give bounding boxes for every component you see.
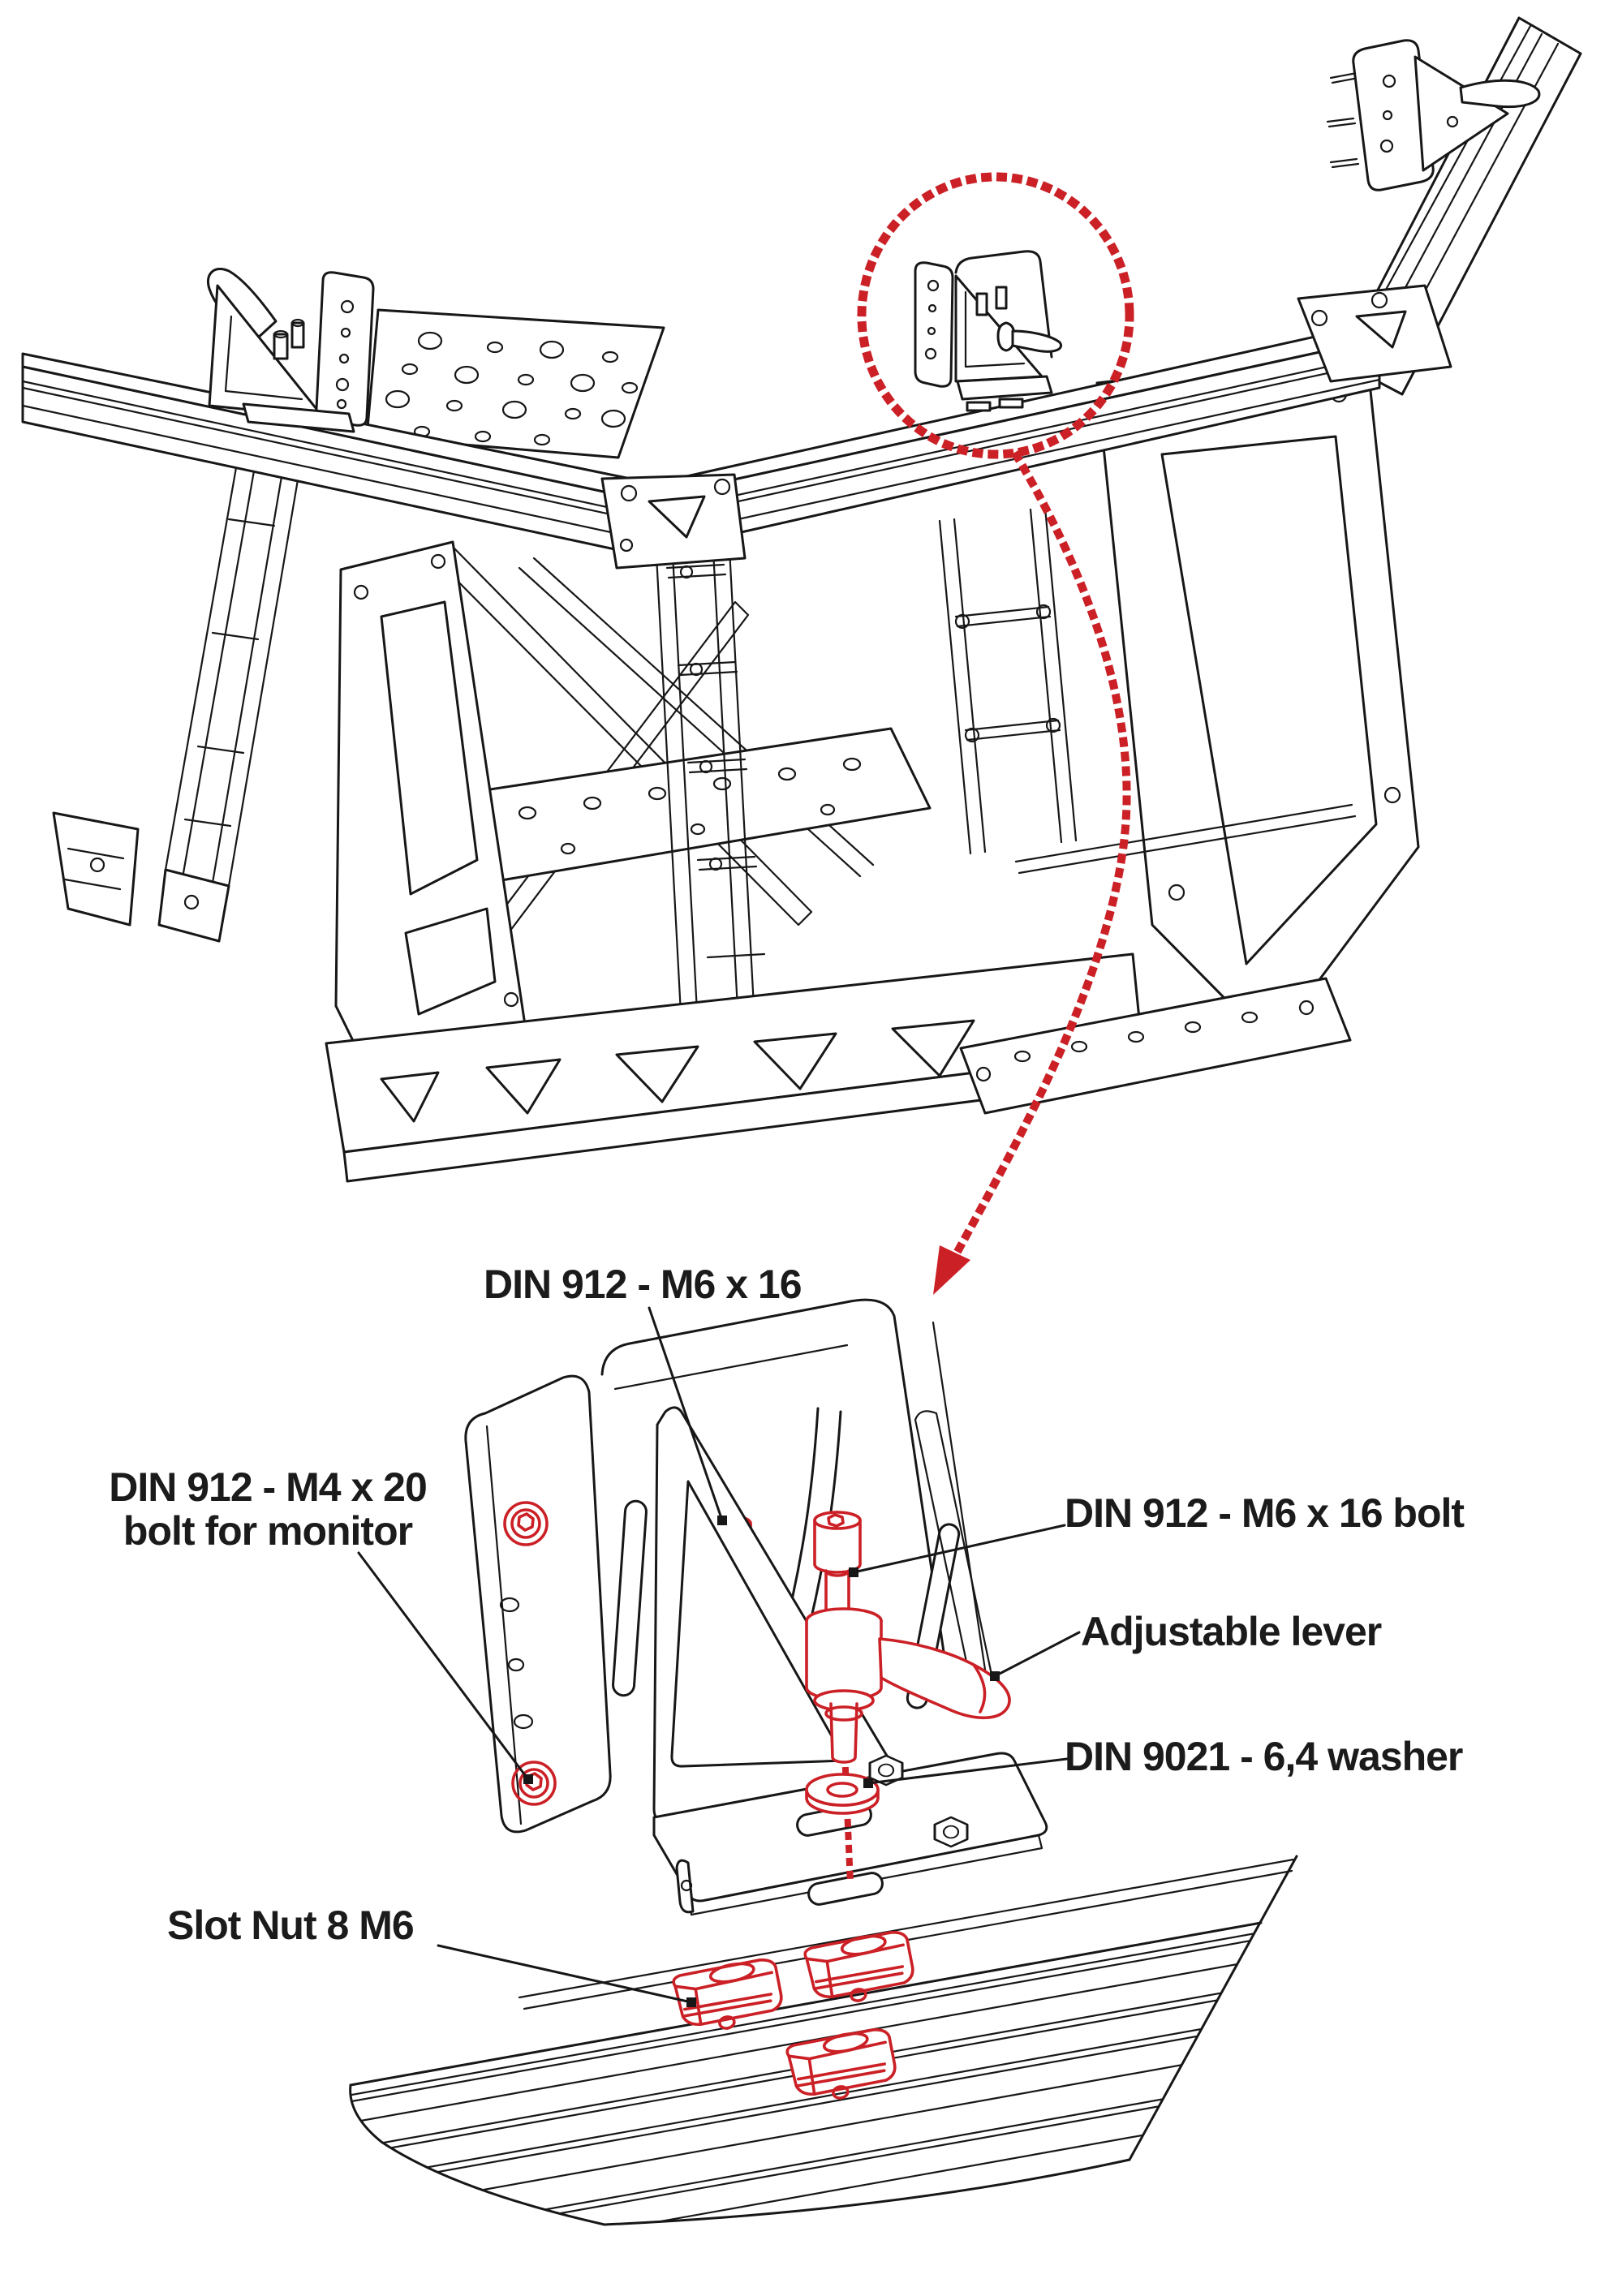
rig-frame-overview <box>21 16 1582 1183</box>
monitor-bracket-circled <box>914 250 1062 412</box>
chassis-side-plate <box>334 540 527 1110</box>
accessory-plate <box>365 308 665 459</box>
bracket-detail-view <box>349 1298 1298 2226</box>
bracket-back-wall <box>600 1298 987 1709</box>
callout-label-din912-m4x20: DIN 912 - M4 x 20 bolt for monitor <box>89 1465 446 1553</box>
callout-label-din912-m6x16-bolt: DIN 912 - M6 x 16 bolt <box>1065 1490 1465 1536</box>
arrowhead <box>933 1245 970 1295</box>
chassis-right-links <box>938 506 1078 855</box>
beam-junction-gusset-right <box>1297 284 1452 383</box>
din9021-washer-right <box>805 1773 880 1815</box>
slot-nuts <box>672 1931 914 2100</box>
callout-text: Adjustable lever <box>1081 1609 1382 1654</box>
chassis-base <box>325 952 1147 1183</box>
callout-text-line2: bolt for monitor <box>123 1508 413 1554</box>
callout-text: DIN 9021 - 6,4 washer <box>1065 1734 1463 1779</box>
hex-bolt <box>868 1754 904 1786</box>
monitor-bolt-m4 <box>511 1761 557 1806</box>
monitor-plate <box>464 1374 612 1834</box>
adjustable-lever <box>805 1607 1011 1888</box>
callout-label-slot-nut: Slot Nut 8 M6 <box>167 1903 415 1948</box>
din912-bolt-right <box>813 1511 862 1618</box>
callout-text: DIN 912 - M4 x 20 <box>109 1464 428 1510</box>
callout-label-adjustable-lever: Adjustable lever <box>1081 1609 1382 1654</box>
highlight-dotted-circle <box>857 172 1134 459</box>
beam-junction-gusset-center <box>600 473 747 570</box>
bracket-rear-gusset <box>914 1410 993 1683</box>
slot-nut <box>785 2028 897 2100</box>
callout-leader-lines <box>357 1306 1081 2007</box>
callout-dotted-arrow <box>942 450 1131 1275</box>
exploded-axis <box>841 1766 854 1888</box>
monitor-bracket-top-right <box>1326 39 1541 191</box>
hex-bolt <box>933 1816 969 1848</box>
slot-nut <box>803 1931 914 2002</box>
monitor-bracket-left <box>207 268 375 433</box>
highlight-marks <box>857 172 1134 1295</box>
slot-nut <box>672 1958 783 2030</box>
chassis-ladder <box>652 501 766 1030</box>
chassis-mid-deck <box>451 727 932 883</box>
monitor-bolt-m4 <box>503 1501 549 1546</box>
beam-right <box>639 323 1381 557</box>
callout-label-din912-m6x16: DIN 912 - M6 x 16 <box>484 1262 802 1306</box>
chassis-left-uprights <box>52 443 303 943</box>
callout-text: DIN 912 - M6 x 16 bolt <box>1065 1490 1465 1536</box>
callout-text: Slot Nut 8 M6 <box>167 1903 415 1948</box>
chassis-right-tower <box>1095 350 1420 1047</box>
chassis-seat-rails <box>959 803 1357 1115</box>
callout-text: DIN 912 - M6 x 16 <box>484 1262 802 1307</box>
callout-label-din9021-washer: DIN 9021 - 6,4 washer <box>1065 1734 1463 1779</box>
